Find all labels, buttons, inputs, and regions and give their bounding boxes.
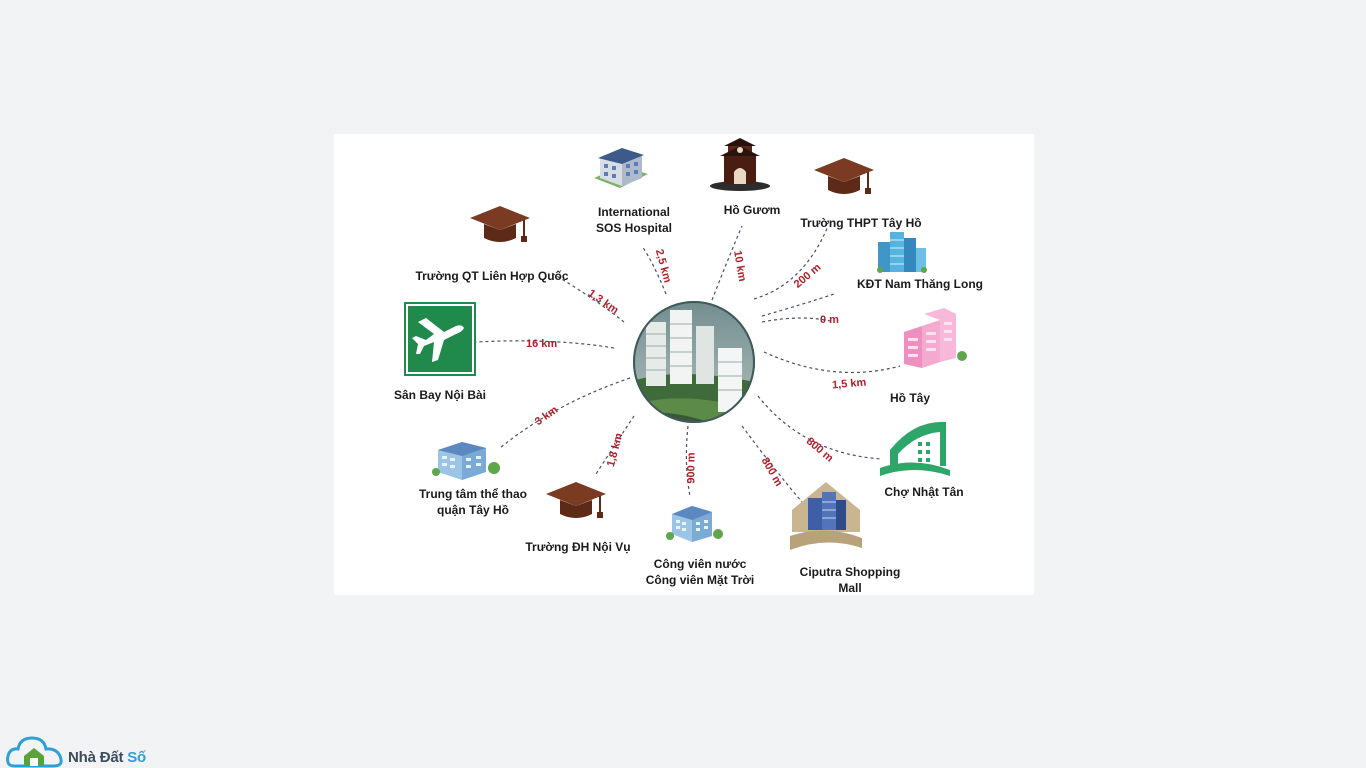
pink-building-icon	[904, 308, 967, 368]
sports-center-icon	[432, 442, 500, 480]
airport-sign-icon	[404, 302, 476, 376]
label-trung-tam-the-thao: Trung tâm thể thao quận Tây Hồ	[419, 487, 527, 517]
logo-text-part1: Nhà Đất	[68, 749, 128, 766]
connector-lines	[475, 225, 901, 503]
label-ho-tay: Hồ Tây	[889, 391, 930, 405]
label-truong-qt: Trường QT Liên Hợp Quốc	[415, 269, 569, 283]
logo-text: Nhà Đất Số	[68, 749, 146, 766]
label-ciputra: Ciputra Shopping Mall	[799, 565, 901, 595]
location-map-image: 2,5 km 10 km 200 m 0 m 1,5 km 800 m 800 …	[334, 134, 1034, 595]
label-cong-vien: Công viên nước Công viên Mặt Trời	[645, 557, 755, 587]
label-dh-noi-vu: Trường ĐH Nội Vụ	[525, 540, 631, 554]
distance-kdt-nam-thang-long: 0 m	[820, 314, 839, 326]
distance-cong-vien: 900 m	[685, 452, 698, 484]
map-graphics	[404, 138, 967, 550]
site-logo[interactable]: Nhà Đất Số	[6, 732, 166, 768]
logo-text-part2: Số	[127, 749, 147, 766]
project-photo	[633, 301, 755, 423]
label-kdt-nam-thang-long: KĐT Nam Thăng Long	[857, 277, 983, 291]
label-san-bay: Sân Bay Nội Bài	[393, 388, 487, 402]
market-icon	[880, 421, 950, 476]
label-ho-guom: Hồ Gươm	[723, 203, 781, 217]
tower-icon	[710, 138, 770, 191]
graduation-cap-icon-qt	[470, 206, 530, 242]
graduation-cap-icon-thpt	[814, 158, 874, 194]
label-cho-nhat-tan: Chợ Nhật Tân	[884, 485, 964, 499]
hospital-icon	[594, 148, 648, 188]
label-thpt-tay-ho: Trường THPT Tây Hồ	[800, 216, 922, 230]
label-hospital: International SOS Hospital	[595, 205, 672, 235]
distance-san-bay: 16 km	[526, 338, 558, 350]
graduation-cap-icon-noivu	[546, 482, 606, 518]
cloud-house-icon	[6, 736, 63, 768]
city-towers-icon	[877, 232, 927, 273]
mall-icon	[790, 482, 862, 550]
water-park-icon	[666, 506, 723, 542]
